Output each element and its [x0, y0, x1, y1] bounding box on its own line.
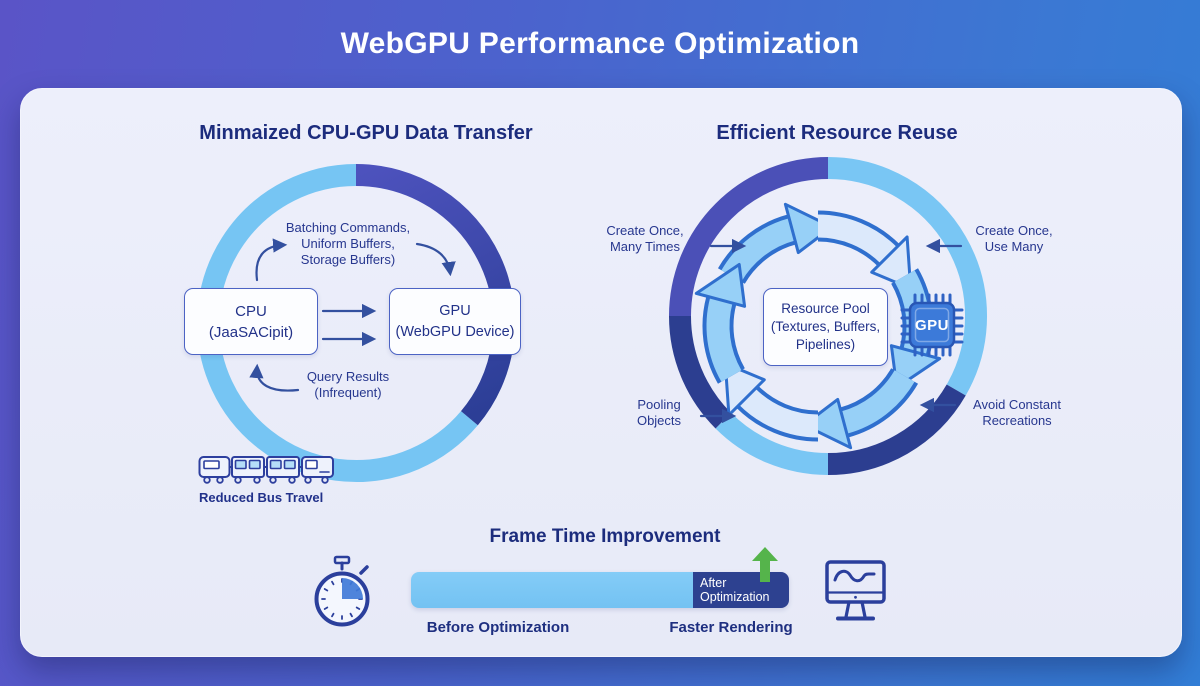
label-create-many: Create Once, Many Times — [606, 223, 684, 254]
right-heading: Efficient Resource Reuse — [716, 122, 958, 144]
label-create-use: Create Once, Use Many — [975, 223, 1053, 254]
page-title: WebGPU Performance Optimization — [340, 27, 860, 60]
bar-before-segment — [411, 572, 693, 608]
monitor-wave-icon — [825, 560, 886, 621]
green-up-arrow-icon — [752, 547, 778, 582]
cpu-box: CPU (JaaSACipit) — [184, 288, 318, 355]
gpu-box: GPU (WebGPU Device) — [389, 288, 521, 355]
bus-train-icon — [198, 456, 334, 484]
connector-arrows — [249, 238, 963, 424]
label-avoid-recreations: Avoid Constant Recreations — [973, 397, 1061, 428]
bar-after-segment: After Optimization — [693, 572, 789, 608]
left-heading: Minmaized CPU-GPU Data Transfer — [199, 122, 533, 144]
resource-pool-box: Resource Pool (Textures, Buffers, Pipeli… — [763, 288, 888, 366]
gpu-chip-label: GPU — [914, 316, 949, 334]
stopwatch-icon — [314, 555, 370, 627]
label-pooling-objects: Pooling Objects — [636, 397, 682, 428]
cpu-gpu-transfer-ring — [197, 164, 516, 482]
faster-rendering-label: Faster Rendering — [669, 619, 793, 636]
batching-note: Batching Commands, Uniform Buffers, Stor… — [285, 220, 411, 267]
bus-caption: Reduced Bus Travel — [199, 490, 324, 505]
query-note: Query Results (Infrequent) — [306, 369, 390, 400]
frame-time-bar: After Optimization — [411, 572, 789, 608]
content-card: Minmaized CPU-GPU Data Transfer Batching… — [20, 88, 1182, 657]
gpu-chip-icon — [900, 293, 964, 357]
before-optimization-label: Before Optimization — [426, 619, 570, 636]
frame-time-heading: Frame Time Improvement — [489, 526, 721, 547]
